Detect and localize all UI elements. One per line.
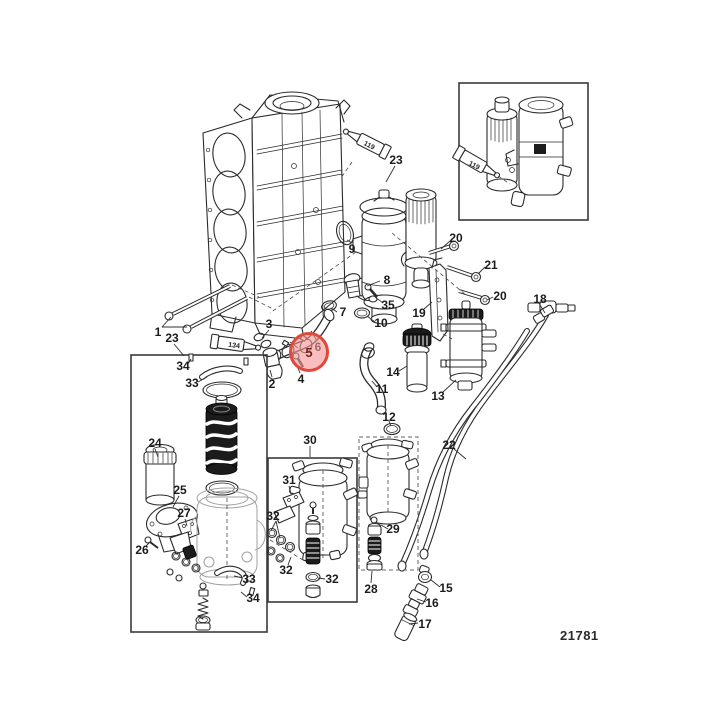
- callout-11: 11: [375, 382, 389, 396]
- hose-22: [397, 304, 555, 572]
- callout-3: 3: [265, 317, 273, 331]
- oring-12: [383, 422, 401, 436]
- callout-29: 29: [386, 522, 400, 536]
- fuel-filter-assembly-23: [352, 188, 438, 325]
- cooler-assembly-30: [266, 457, 358, 599]
- callout-1: 1: [154, 325, 162, 339]
- part-15-nut: [417, 564, 433, 584]
- callout-20: 20: [449, 231, 463, 245]
- callout-7: 7: [339, 305, 347, 319]
- callout-25: 25: [173, 483, 187, 497]
- inset-lubricant-tube-119-icon: [452, 145, 501, 179]
- fuel-pump-detail-parts: [143, 353, 266, 631]
- detail-box-28-dashed: [358, 436, 419, 571]
- callout-27: 27: [177, 506, 191, 520]
- callout-13: 13: [431, 389, 445, 403]
- callout-15: 15: [439, 581, 453, 595]
- callout-26: 26: [135, 543, 149, 557]
- callout-31: 31: [282, 473, 296, 487]
- callout-22: 22: [442, 438, 456, 452]
- drawing-number: 21781: [560, 628, 599, 643]
- callout-4: 4: [297, 372, 305, 386]
- engine-block: [202, 91, 351, 340]
- part-17-fitting: [394, 612, 418, 642]
- callout-19: 19: [412, 306, 426, 320]
- oring-9: [335, 220, 355, 246]
- oring-10: [353, 307, 371, 319]
- filter-element-14: [402, 323, 432, 393]
- bolt-20a: [428, 240, 460, 255]
- callout-23: 23: [165, 331, 179, 345]
- callout-34: 34: [246, 591, 260, 605]
- bolt-21: [446, 265, 482, 283]
- callout-35: 35: [381, 298, 395, 312]
- callout-33: 33: [185, 376, 199, 390]
- callout-20: 20: [493, 289, 507, 303]
- callout-18: 18: [533, 292, 547, 306]
- callout-32: 32: [325, 572, 339, 586]
- canister-13: [440, 300, 497, 391]
- callout-34: 34: [176, 359, 190, 373]
- callout-12: 12: [382, 410, 396, 424]
- hose-18: [419, 312, 549, 560]
- bolt-pair-1: [164, 284, 248, 334]
- lubricant-tube-134-icon: [209, 333, 262, 352]
- detail-box-fuel-pump: [130, 354, 268, 633]
- callout-21: 21: [484, 258, 498, 272]
- callout-17: 17: [418, 617, 432, 631]
- bracket-19: [428, 257, 449, 342]
- lubricant-tube-119-icon: [342, 128, 392, 160]
- callout-24: 24: [148, 436, 162, 450]
- callout-32: 32: [279, 563, 293, 577]
- callout-9: 9: [348, 242, 356, 256]
- callout-8: 8: [383, 273, 391, 287]
- hose-11: [359, 342, 387, 415]
- callout-5-highlighted: 5: [289, 332, 329, 372]
- callout-32: 32: [266, 509, 280, 523]
- callout-23: 23: [389, 153, 403, 167]
- assembly-alignment-lines: [231, 161, 511, 561]
- orings-3: [253, 332, 272, 349]
- cooler-assembly-28: [357, 438, 420, 571]
- callout-2: 2: [268, 377, 276, 391]
- callout-30: 30: [303, 433, 317, 447]
- callout-10: 10: [374, 316, 388, 330]
- tube-label-134: 134: [227, 341, 241, 351]
- inset-pump-assembly: [486, 96, 574, 208]
- callout-33: 33: [242, 572, 256, 586]
- callout-14: 14: [386, 365, 400, 379]
- callout-16: 16: [425, 596, 439, 610]
- callout-28: 28: [364, 582, 378, 596]
